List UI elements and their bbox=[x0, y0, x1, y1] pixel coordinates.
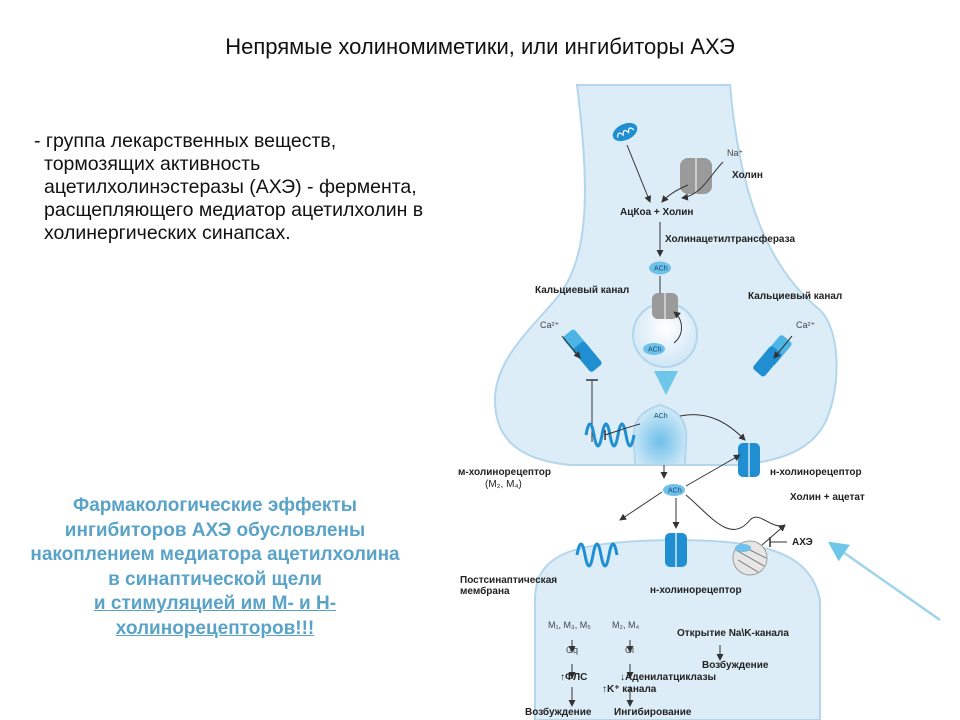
calcium-channel-icon-left bbox=[563, 329, 602, 372]
synapse-svg: ACh ACh ACh bbox=[493, 84, 941, 720]
svg-text:ACh: ACh bbox=[668, 488, 682, 495]
label-m-types-left: M₁, M₃, M₅ bbox=[548, 620, 591, 630]
label-inhibition: Ингибирование bbox=[614, 707, 692, 718]
label-k-channel: ↑K⁺ канала bbox=[602, 684, 657, 695]
m-receptor-icon-post bbox=[575, 542, 619, 568]
definition-rest: тормозящих активность ацетилхолинэстераз… bbox=[44, 153, 424, 244]
label-adenylate-cyclase: ↓Аденилатциклазы bbox=[620, 672, 717, 683]
label-ca-left: Ca²⁺ bbox=[540, 320, 560, 330]
m-receptor-icon-pre bbox=[584, 422, 636, 448]
label-ca-right: Ca²⁺ bbox=[796, 320, 816, 330]
effects-line-6: холинорецепторов!!! bbox=[115, 617, 315, 639]
svg-text:ACh: ACh bbox=[654, 413, 668, 420]
effects-line-5: и стимуляцией им М- и Н- bbox=[93, 593, 337, 614]
effects-text: Фармакологические эффекты ингибиторов АХ… bbox=[0, 494, 430, 641]
choline-transporter-icon bbox=[680, 158, 712, 194]
label-gq: Gq bbox=[566, 645, 579, 655]
label-ache: АХЭ bbox=[792, 537, 813, 548]
effects-line-1: Фармакологические эффекты bbox=[73, 495, 357, 516]
label-excitation-bottom: Возбуждение bbox=[525, 707, 592, 718]
mitochondrion-icon bbox=[612, 122, 638, 142]
synapse-diagram: ACh ACh ACh bbox=[440, 80, 960, 720]
label-m-types-right: M₂, M₄ bbox=[612, 620, 640, 630]
label-pls: ↑ФЛС bbox=[560, 672, 588, 683]
label-m-receptor-pre: м-холинорецептор bbox=[458, 467, 551, 478]
label-choline: Холин bbox=[732, 170, 763, 181]
label-excitation-right: Возбуждение bbox=[702, 660, 769, 671]
label-gi: Gi bbox=[625, 645, 634, 655]
label-ca-channel-right: Кальциевый канал bbox=[748, 291, 843, 302]
label-n-receptor-pre: н-холинорецептор bbox=[770, 467, 862, 478]
effects-line-3: накоплением медиатора ацетилхолина bbox=[30, 544, 400, 565]
label-n-receptor-post: н-холинорецептор bbox=[650, 585, 742, 596]
slide-title: Непрямые холиномиметики, или ингибиторы … bbox=[225, 34, 735, 59]
effects-line-4: в синаптической щели bbox=[108, 568, 322, 590]
n-receptor-icon-post bbox=[665, 533, 687, 567]
label-na-k-open: Открытие Na\K-канала bbox=[677, 628, 789, 639]
svg-text:ACh: ACh bbox=[654, 266, 668, 273]
effects-line-2: ингибиторов АХЭ обусловлены bbox=[64, 519, 366, 541]
svg-text:ACh: ACh bbox=[648, 347, 662, 354]
definition-first-line: - группа лекарственных веществ, bbox=[34, 130, 337, 152]
label-m-subtypes: (M₂, M₄) bbox=[485, 479, 522, 490]
ache-enzyme-icon bbox=[732, 540, 768, 576]
n-receptor-icon-pre bbox=[738, 443, 760, 477]
label-postsynaptic-membrane: Постсинаптическая мембрана bbox=[460, 575, 558, 597]
label-ca-channel-left: Кальциевый канал bbox=[535, 285, 630, 296]
label-na: Na⁺ bbox=[727, 148, 744, 158]
label-choline-acetate: Холин + ацетат bbox=[790, 492, 865, 503]
label-acetylcoa-choline: АцКоа + Холин bbox=[620, 207, 694, 218]
label-transferase: Холинацетилтрансфераза bbox=[665, 234, 796, 245]
presynaptic-terminal bbox=[493, 84, 838, 466]
definition-text: - группа лекарственных веществ, тормозящ… bbox=[34, 130, 424, 245]
